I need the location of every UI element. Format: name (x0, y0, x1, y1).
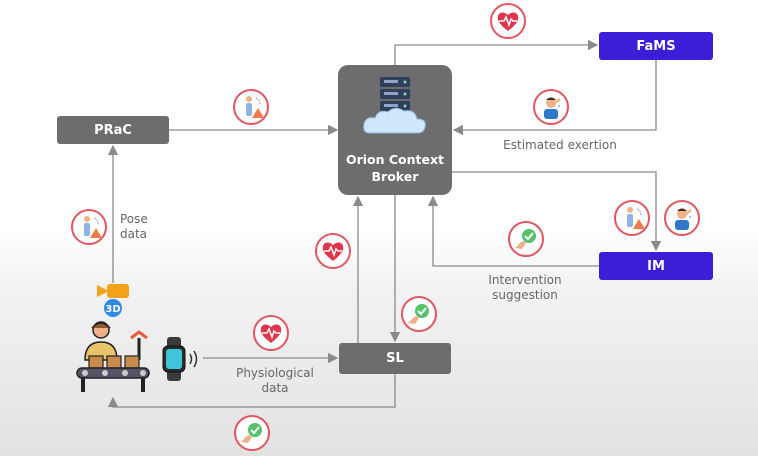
orion-title-line2: Broker (371, 169, 419, 184)
arrow-im-to-orion (427, 195, 599, 267)
physiological-data-label: Physiological data (225, 366, 325, 396)
sl-label: SL (386, 351, 404, 366)
tired-person-icon (533, 89, 569, 125)
helping-hand-icon (234, 415, 270, 451)
exerting-worker-icon (71, 209, 107, 245)
orion-broker-node: Orion Context Broker (338, 65, 452, 195)
intervention-label-line1: Intervention (488, 273, 562, 287)
heart-rate-icon (315, 233, 351, 269)
pose-data-label: Pose data (120, 212, 160, 242)
intervention-suggestion-label: Intervention suggestion (470, 273, 580, 303)
pose-label-line1: Pose (120, 212, 148, 226)
orion-title: Orion Context Broker (346, 151, 444, 185)
heart-rate-icon (490, 3, 526, 39)
arrow-sl-to-worker (107, 374, 396, 408)
camera-3d-icon: 3D (97, 284, 129, 317)
tired-person-icon (664, 200, 700, 236)
prac-node: PRaC (57, 116, 169, 144)
fams-label: FaMS (636, 38, 676, 54)
server-cloud-icon (363, 77, 426, 134)
helping-hand-icon (401, 296, 437, 332)
fams-node: FaMS (599, 32, 713, 60)
exerting-worker-icon (233, 89, 269, 125)
arrow-orion-to-fams (394, 39, 599, 65)
physio-label-line1: Physiological (236, 366, 314, 380)
arrow-orion-to-im (452, 171, 662, 252)
smartwatch-icon (162, 337, 198, 381)
exerting-worker-icon (614, 200, 650, 236)
physio-label-line2: data (261, 381, 289, 395)
arrow-fams-to-orion (452, 60, 657, 136)
helping-hand-icon (508, 221, 544, 257)
assembly-worker-icon (76, 321, 150, 392)
sl-node: SL (339, 343, 451, 374)
im-node: IM (599, 252, 713, 280)
heart-rate-icon (253, 315, 289, 351)
prac-label: PRaC (94, 122, 132, 138)
orion-title-line1: Orion Context (345, 152, 445, 167)
intervention-label-line2: suggestion (492, 288, 558, 302)
estimated-exertion-label: Estimated exertion (503, 138, 617, 152)
camera-3d-badge: 3D (105, 304, 120, 315)
im-label: IM (647, 258, 665, 274)
pose-label-line2: data (120, 227, 148, 241)
